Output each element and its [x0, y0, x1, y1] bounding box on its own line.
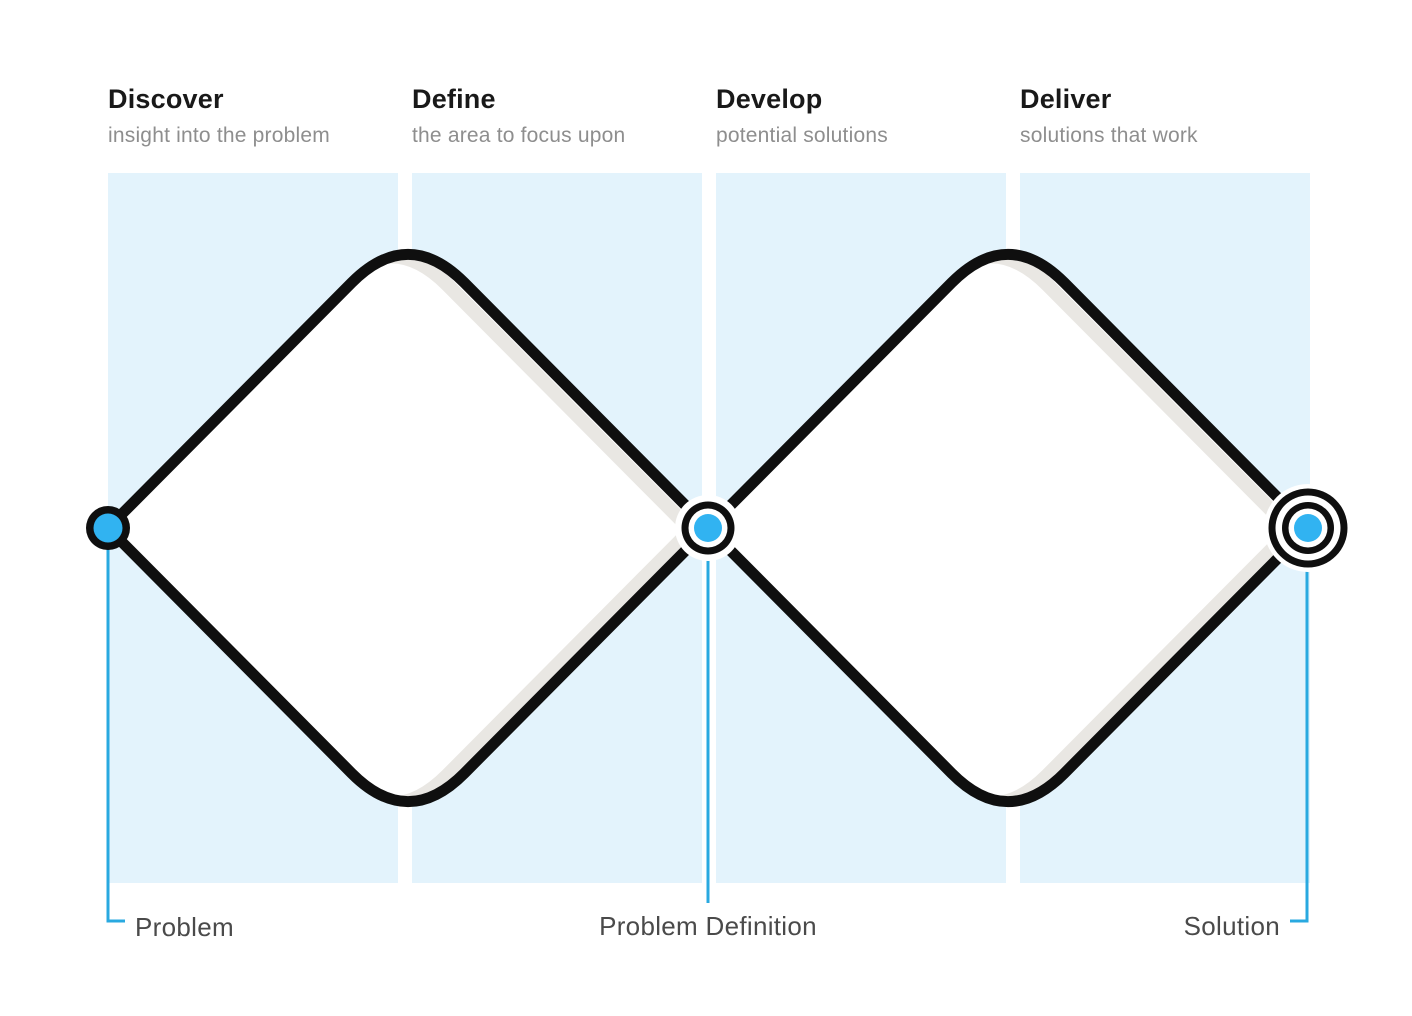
phase-title-develop: Develop: [716, 84, 823, 114]
problem-marker-dot: [86, 506, 130, 550]
solution-connector-line: [1290, 532, 1309, 923]
diamond-solution-space: [700, 249, 1316, 807]
phase-subtitle-define: the area to focus upon: [412, 124, 626, 147]
problem-definition-marker-dot: [675, 495, 741, 561]
diamond-problem-space: [100, 249, 716, 807]
phase-header-deliver: Deliver solutions that work: [1020, 84, 1310, 148]
phase-subtitle-deliver: solutions that work: [1020, 124, 1198, 147]
phase-subtitle-develop: potential solutions: [716, 124, 888, 147]
problem-connector-line: [106, 532, 125, 923]
phase-title-deliver: Deliver: [1020, 84, 1112, 114]
phase-title-define: Define: [412, 84, 496, 114]
phase-subtitle-discover: insight into the problem: [108, 124, 330, 147]
diamond-2-fill: [708, 254, 1308, 802]
milestone-label-solution: Solution: [1183, 911, 1280, 941]
phase-header-develop: Develop potential solutions: [716, 84, 1006, 148]
diamond-1-fill: [108, 254, 708, 802]
phase-header-discover: Discover insight into the problem: [108, 84, 398, 148]
milestone-label-problem-definition: Problem Definition: [599, 911, 817, 941]
solution-marker-dot: [1264, 484, 1352, 572]
phase-title-discover: Discover: [108, 84, 224, 114]
milestone-label-problem: Problem: [135, 912, 234, 942]
phase-header-define: Define the area to focus upon: [412, 84, 702, 148]
